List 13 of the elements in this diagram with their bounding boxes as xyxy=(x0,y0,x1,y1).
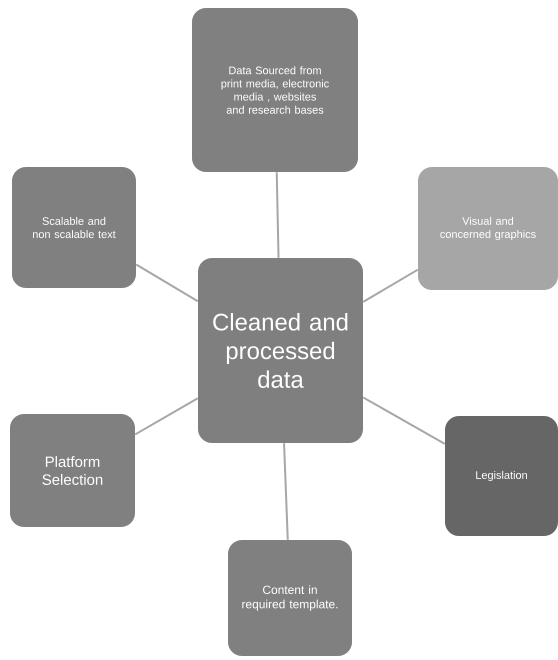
connector-line xyxy=(276,172,280,258)
topic-box: Content in required template. xyxy=(228,540,352,656)
topic-box: Visual and concerned graphics xyxy=(418,167,558,290)
connector-line xyxy=(283,443,289,540)
connector-line xyxy=(362,268,418,303)
topic-box: Platform Selection xyxy=(10,414,135,527)
topic-box: Legislation xyxy=(445,416,558,536)
connector-line xyxy=(136,264,198,302)
center-box: Cleaned and processed data xyxy=(198,258,363,443)
connector-line xyxy=(134,397,198,436)
topic-box: Data Sourced from print media, electronic media , websites and research bases xyxy=(192,8,358,172)
topic-box: Scalable and non scalable text xyxy=(12,167,136,288)
connector-line xyxy=(362,396,446,445)
